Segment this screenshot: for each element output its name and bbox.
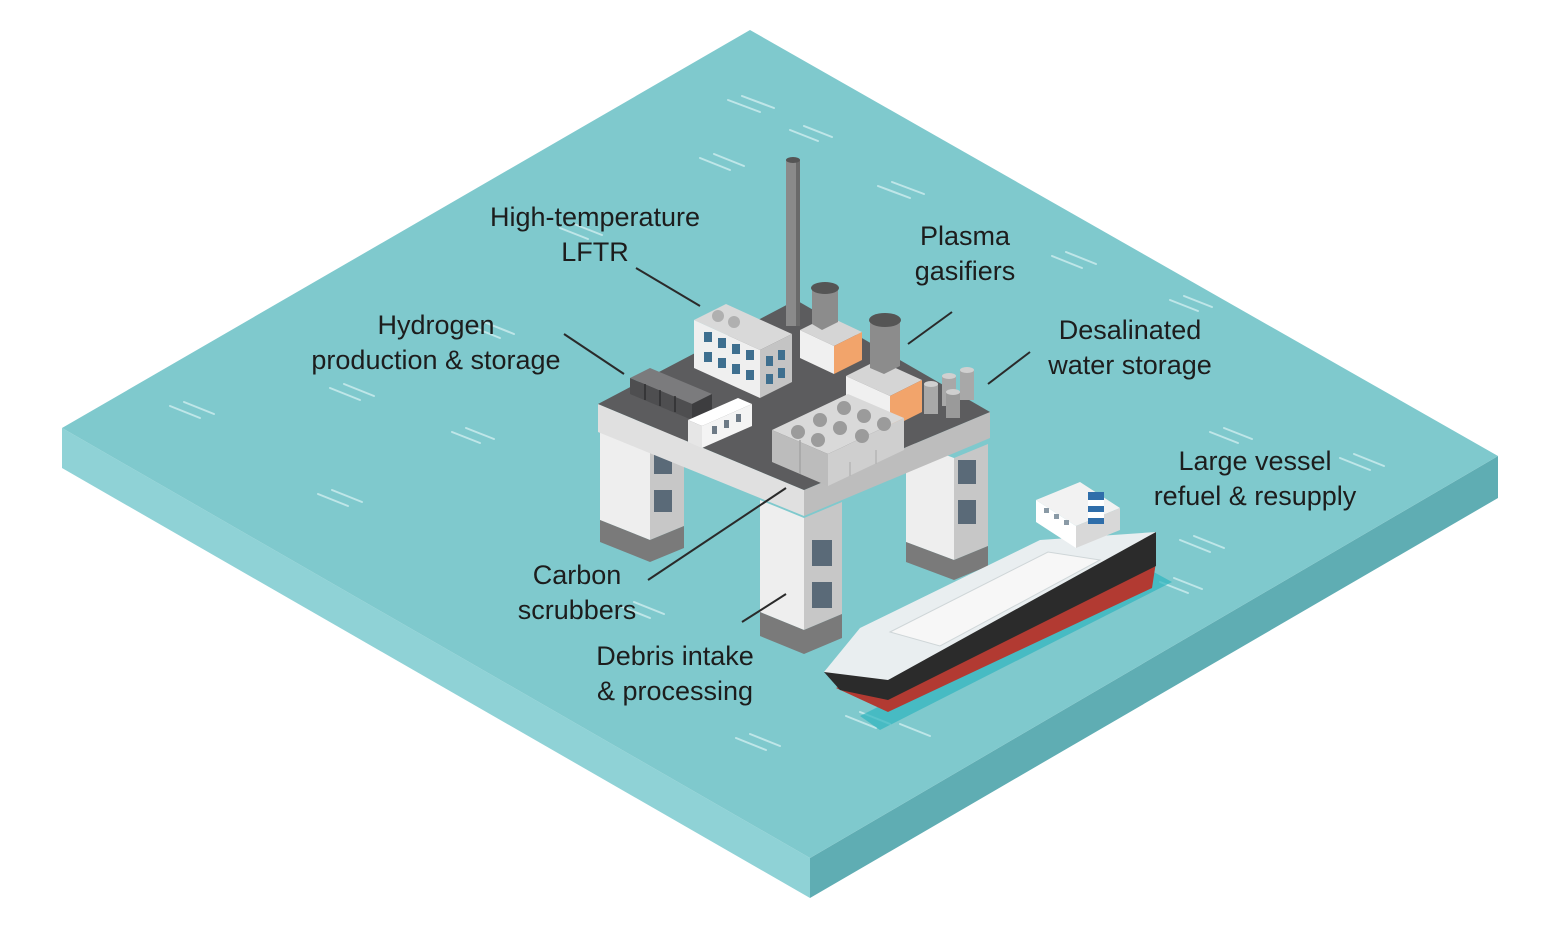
label-plasma: Plasma gasifiers xyxy=(895,219,1035,289)
sea-right-side xyxy=(810,456,1498,898)
white-module xyxy=(688,398,752,448)
deck-right-edge xyxy=(804,412,990,516)
deck-left-edge xyxy=(598,404,804,516)
label-hydrogen-line2: production & storage xyxy=(311,345,561,375)
leader-hydrogen xyxy=(563,333,625,375)
label-plasma-line1: Plasma xyxy=(919,221,1011,251)
ship-funnel xyxy=(1088,492,1104,524)
label-plasma-line2: gasifiers xyxy=(914,256,1016,286)
label-debris: Debris intake & processing xyxy=(580,639,770,709)
label-hydrogen: Hydrogen production & storage xyxy=(288,308,584,378)
label-water-line2: water storage xyxy=(1048,350,1212,380)
label-hydrogen-line1: Hydrogen xyxy=(377,310,495,340)
water-tanks xyxy=(924,367,974,418)
label-water-line1: Desalinated xyxy=(1058,315,1202,345)
leg-front xyxy=(760,500,842,654)
leader-lftr xyxy=(635,267,701,307)
label-debris-line1: Debris intake xyxy=(596,641,754,671)
lftr-building xyxy=(694,304,792,398)
platform-legs xyxy=(600,410,988,654)
label-carbon-line2: scrubbers xyxy=(517,595,637,625)
leader-debris xyxy=(741,593,787,623)
leader-water xyxy=(987,351,1031,385)
smokestack xyxy=(786,157,800,326)
label-vessel-line2: refuel & resupply xyxy=(1153,481,1357,511)
leader-carbon xyxy=(647,487,787,581)
sea-left-side xyxy=(62,428,810,898)
plasma-gasifier-1 xyxy=(800,282,862,374)
label-vessel: Large vessel refuel & resupply xyxy=(1136,444,1374,514)
carbon-scrubbers xyxy=(772,394,904,486)
label-carbon-line1: Carbon xyxy=(532,560,622,590)
label-water: Desalinated water storage xyxy=(1032,313,1228,383)
label-vessel-line1: Large vessel xyxy=(1178,446,1332,476)
label-lftr-line1: High-temperature xyxy=(489,202,701,232)
hydrogen-tanks xyxy=(630,368,712,420)
leader-plasma xyxy=(907,311,953,345)
label-carbon: Carbon scrubbers xyxy=(500,558,654,628)
ship-cargo-hatches xyxy=(888,551,1102,647)
leader-lines xyxy=(563,267,1031,623)
label-lftr-line2: LFTR xyxy=(561,237,629,267)
leg-right xyxy=(906,440,988,580)
label-debris-line2: & processing xyxy=(596,676,754,706)
label-lftr: High-temperature LFTR xyxy=(470,200,720,270)
cargo-ship xyxy=(824,482,1172,730)
